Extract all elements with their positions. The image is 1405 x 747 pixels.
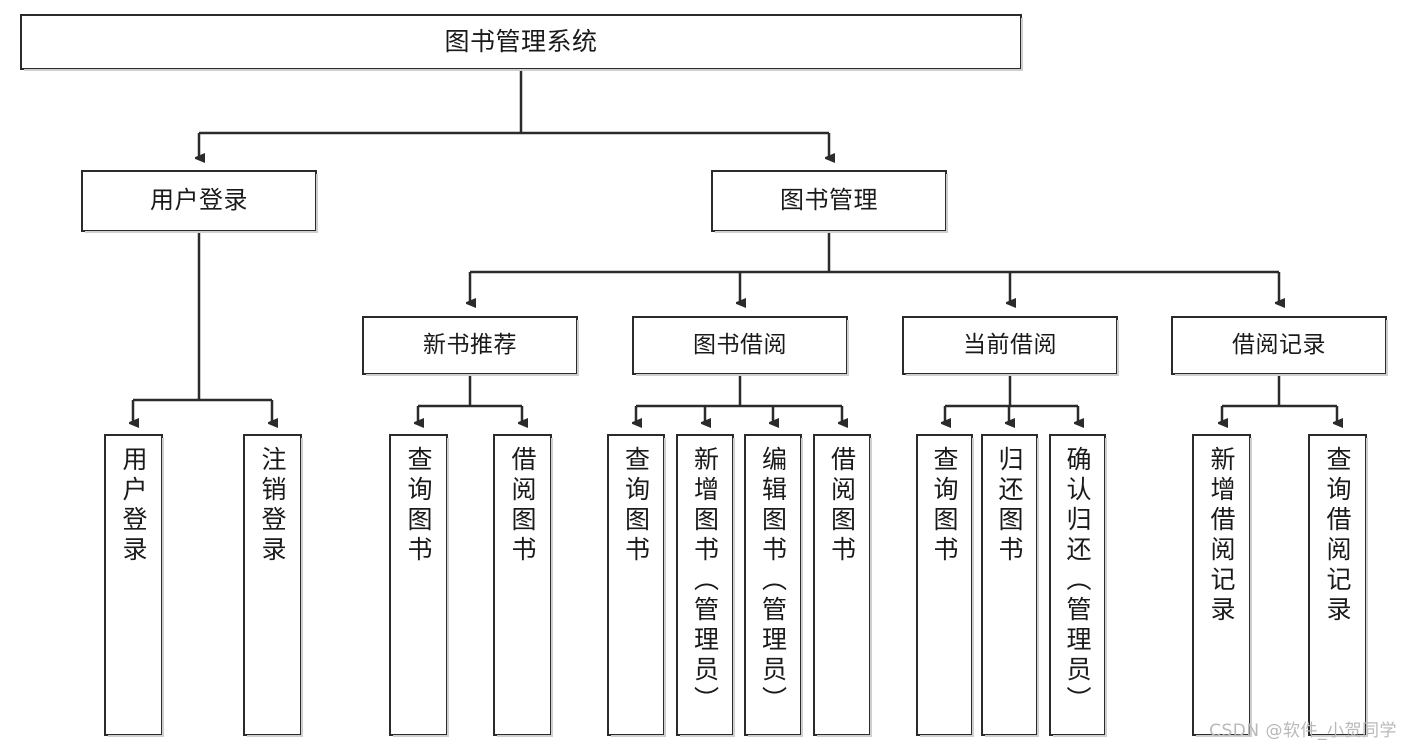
node-borrow-record[interactable]: 借阅记录 (1171, 316, 1388, 376)
leaf-borrow-edit-book-admin[interactable]: 编辑图书（管理员） (744, 434, 803, 737)
leaf-record-query[interactable]: 查询借阅记录 (1308, 434, 1368, 737)
node-label: 当前借阅 (963, 332, 1057, 359)
leaf-record-add[interactable]: 新增借阅记录 (1192, 434, 1252, 737)
node-new-book-recommend[interactable]: 新书推荐 (362, 316, 579, 376)
node-label: 用户登录 (150, 186, 248, 215)
node-user-login[interactable]: 用户登录 (81, 170, 318, 233)
node-label: 图书管理系统 (444, 26, 598, 56)
leaf-new-book-borrow[interactable]: 借阅图书 (493, 434, 553, 737)
node-label: 查询借阅记录 (1323, 446, 1352, 626)
node-label: 借阅图书 (827, 446, 857, 566)
node-label: 查询图书 (930, 446, 959, 566)
node-label: 用户登录 (119, 446, 148, 566)
leaf-borrow-borrow-book[interactable]: 借阅图书 (813, 434, 872, 737)
node-label: 确认归还（管理员） (1063, 446, 1092, 716)
leaf-current-query-book[interactable]: 查询图书 (916, 434, 974, 737)
leaf-new-book-query[interactable]: 查询图书 (389, 434, 449, 737)
node-book-management[interactable]: 图书管理 (711, 170, 948, 233)
node-label: 新书推荐 (423, 332, 517, 359)
node-label: 注销登录 (258, 446, 287, 566)
node-label: 借阅图书 (508, 446, 537, 566)
node-label: 编辑图书（管理员） (758, 446, 788, 716)
node-current-borrow[interactable]: 当前借阅 (902, 316, 1119, 376)
node-label: 借阅记录 (1232, 332, 1326, 359)
node-label: 新增图书（管理员） (690, 446, 720, 716)
node-label: 图书管理 (780, 186, 878, 215)
leaf-current-confirm-return-admin[interactable]: 确认归还（管理员） (1049, 434, 1107, 737)
node-root-system[interactable]: 图书管理系统 (20, 14, 1023, 71)
watermark-text: CSDN @软件_小贺同学 (1209, 721, 1397, 741)
leaf-current-return-book[interactable]: 归还图书 (981, 434, 1039, 737)
leaf-borrow-add-book-admin[interactable]: 新增图书（管理员） (676, 434, 735, 737)
node-label: 查询图书 (404, 446, 433, 566)
node-label: 新增借阅记录 (1207, 446, 1236, 626)
leaf-user-login-signin[interactable]: 用户登录 (104, 434, 164, 737)
node-label: 图书借阅 (693, 332, 787, 359)
leaf-borrow-query-book[interactable]: 查询图书 (607, 434, 666, 737)
node-label: 归还图书 (995, 446, 1024, 566)
leaf-user-login-signout[interactable]: 注销登录 (243, 434, 303, 737)
node-book-borrow[interactable]: 图书借阅 (632, 316, 849, 376)
node-label: 查询图书 (621, 446, 651, 566)
